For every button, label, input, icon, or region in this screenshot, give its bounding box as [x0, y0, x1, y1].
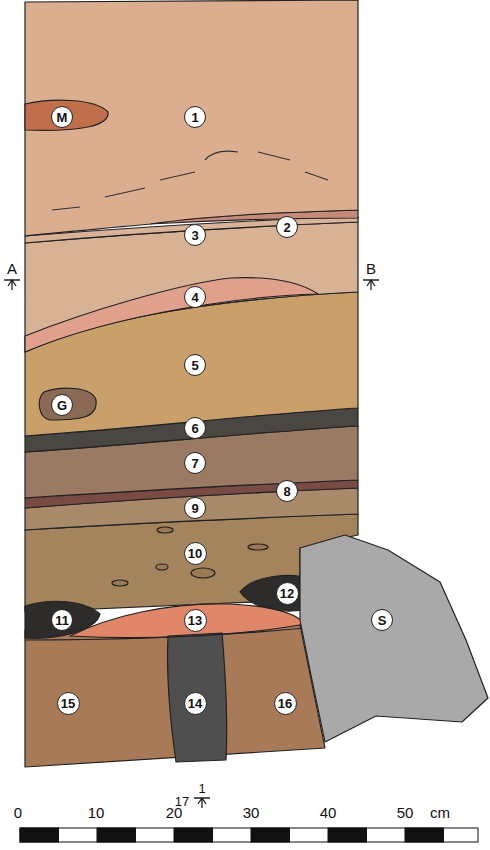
layer-number-text: 5 [191, 359, 198, 372]
section-letter: B [366, 261, 376, 276]
layer-number: 10 [184, 542, 207, 565]
layer-number-text: 16 [278, 697, 292, 710]
layer-number-text: 2 [283, 221, 290, 234]
scale-number: 10 [88, 805, 105, 820]
layer-number-text: 10 [188, 547, 202, 560]
layer-number: 16 [274, 692, 297, 715]
layer-number: 15 [57, 692, 80, 715]
layer-number-text: 12 [280, 587, 294, 600]
section-number: 1 [198, 782, 205, 795]
scale-segment [20, 828, 59, 842]
scale-unit: cm [430, 805, 450, 820]
scale-number: 50 [397, 805, 414, 820]
layer-number-text: M [57, 111, 68, 124]
layer-number-text: 9 [191, 502, 198, 515]
layer-number-text: 4 [191, 291, 198, 304]
layer-number: G [51, 394, 73, 416]
layer-number: 4 [184, 286, 206, 308]
scale-segment [97, 828, 136, 842]
layer-number-text: 7 [191, 457, 198, 470]
layer-number-text: 11 [55, 614, 69, 627]
layer-number-text: 1 [191, 111, 198, 124]
scale-number: 20 [166, 805, 183, 820]
scale-segment [174, 828, 213, 842]
layer-number: 5 [184, 354, 206, 376]
scale-number: 0 [14, 805, 22, 820]
scale-segment [251, 828, 290, 842]
layer-number: 3 [184, 224, 206, 246]
layer-number-text: 14 [188, 697, 202, 710]
layer-number: 8 [276, 480, 298, 502]
section-letter: A [7, 261, 17, 276]
layer-number: 13 [184, 609, 207, 632]
layer-number: M [51, 106, 73, 128]
layer-number-text: G [57, 399, 67, 412]
scale-segment [405, 828, 444, 842]
layer-number-text: 8 [283, 485, 290, 498]
layer-number: 12 [276, 582, 299, 605]
layer-number: 7 [184, 452, 206, 474]
scale-number: 40 [320, 805, 337, 820]
layer-number-text: 13 [188, 614, 202, 627]
scale-segment [328, 828, 367, 842]
layer-number: S [371, 609, 393, 631]
scale-number: 30 [243, 805, 260, 820]
layer-number: 1 [184, 106, 206, 128]
layer-number: 9 [184, 497, 206, 519]
layer-number-text: S [378, 614, 387, 627]
layer-number: 14 [184, 692, 207, 715]
layer-number-text: 6 [191, 422, 198, 435]
layer-number: 11 [51, 609, 73, 631]
layer-number-text: 3 [191, 229, 198, 242]
layer-number-text: 15 [61, 697, 75, 710]
layer-number: 2 [276, 216, 298, 238]
layer-number: 6 [184, 417, 206, 439]
